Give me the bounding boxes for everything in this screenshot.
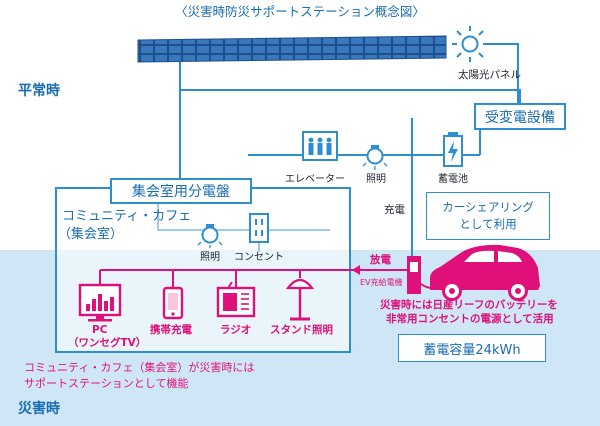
battery-icon — [443, 132, 463, 167]
community-cafe-label-1: コミュニティ・カフェ — [62, 209, 192, 224]
substation-label: 受変電設備 — [485, 109, 555, 126]
pc-label-2: （ワンセグTV） — [68, 337, 147, 349]
leaf-note-label-2: 非常用コンセントの電源として活用 — [386, 313, 554, 325]
mobile-charging-label: 携帯充電 — [150, 324, 192, 336]
elevator-icon — [302, 131, 338, 161]
stand-lamp-icon — [285, 278, 315, 321]
distribution-panel-box: 集会室用分電盤 — [110, 178, 252, 204]
discharge-label: 放電 — [370, 254, 391, 266]
community-cafe-label-2: （集会室） — [58, 227, 124, 242]
ev-charger-label: EV充給電機 — [360, 278, 403, 287]
light-bulb-icon — [197, 224, 223, 248]
capacity-label: 蓄電容量24kWh — [423, 342, 521, 358]
diagram-title: 〈災害時防災サポートステーション概念図〉 — [175, 4, 425, 19]
radio-label: ラジオ — [220, 324, 252, 336]
outlet-label: コンセント — [234, 252, 284, 263]
pc-monitor-icon — [78, 283, 122, 322]
discharge-arrow — [352, 265, 360, 275]
ev-charger-icon — [407, 256, 421, 294]
cafe-note-label-1: コミュニティ・カフェ（集会室）が災害時には — [24, 361, 255, 374]
lighting-top-label: 照明 — [366, 174, 386, 185]
ev-car-icon — [430, 244, 540, 301]
outlet-icon — [249, 213, 269, 243]
solar-panel-icon — [137, 35, 447, 63]
sun-icon — [452, 26, 488, 62]
substation-box: 受変電設備 — [474, 103, 566, 130]
car-sharing-label-1: カーシェアリング — [442, 200, 534, 215]
car-sharing-label-2: として利用 — [459, 217, 517, 231]
distribution-panel-label: 集会室用分電盤 — [132, 184, 230, 200]
leaf-note-label-1: 災害時には日産リーフのバッテリーを — [380, 299, 558, 311]
solar-panel-label: 太陽光パネル — [458, 69, 521, 81]
radio-icon — [216, 281, 256, 318]
light-bulb-icon — [362, 145, 388, 170]
mobile-phone-icon — [162, 286, 184, 320]
stand-light-label: スタンド照明 — [270, 324, 333, 336]
disaster-time-label: 災害時 — [18, 401, 60, 417]
storage-battery-label: 蓄電池 — [438, 174, 468, 185]
pc-label-1: PC — [92, 324, 108, 336]
charging-label: 充電 — [384, 204, 405, 216]
cafe-note-label-2: サポートステーションとして機能 — [24, 377, 189, 390]
elevator-label: エレベーター — [285, 174, 345, 185]
normal-time-label: 平常時 — [18, 83, 60, 99]
car-sharing-box: カーシェアリング として利用 — [426, 192, 550, 240]
lighting-cafe-label: 照明 — [200, 252, 220, 263]
capacity-box: 蓄電容量24kWh — [398, 334, 546, 362]
